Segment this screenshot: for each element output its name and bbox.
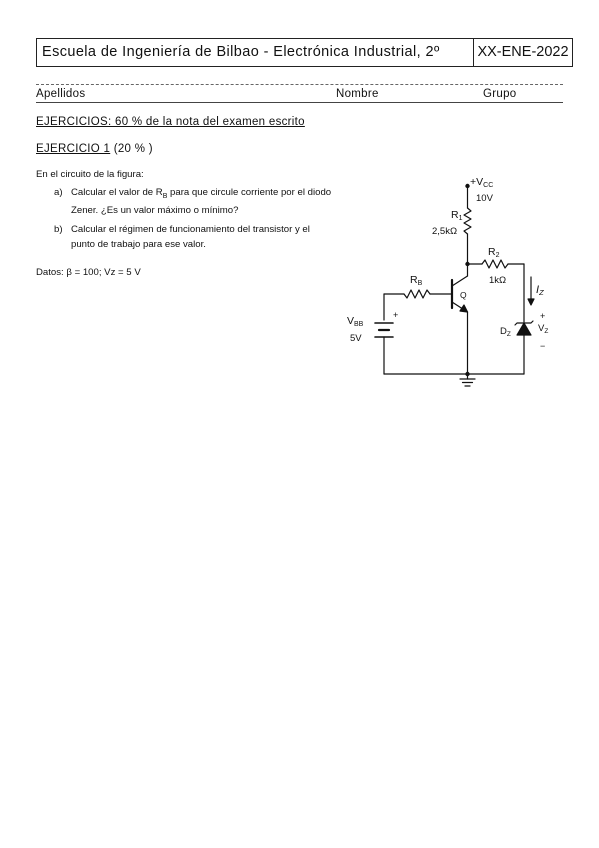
- dz-label: DZ: [500, 326, 511, 338]
- vbb-value: 5V: [350, 333, 362, 344]
- item-a-label: a): [54, 187, 63, 198]
- apellidos-label: Apellidos: [36, 88, 86, 100]
- item-a-sub: B: [162, 192, 168, 200]
- vcc-value: 10V: [476, 193, 494, 204]
- vcc-label: +VCC: [470, 176, 493, 189]
- r1-label: R1: [451, 209, 463, 222]
- rb-resistor: [403, 289, 431, 299]
- zener-diode: [516, 322, 532, 336]
- item-a-text-after: para que circule corriente por el diodo …: [71, 187, 332, 217]
- q-label: Q: [460, 290, 467, 300]
- r1-resistor: [463, 207, 472, 235]
- iz-label: IZ: [536, 284, 544, 297]
- zener-cathode-bar: [514, 320, 534, 326]
- r2-resistor: [481, 259, 509, 269]
- exercise-title-text: EJERCICIO 1: [36, 143, 111, 155]
- emitter-arrow: [459, 304, 469, 313]
- item-b-text: Calcular el régimen de funcionamiento de…: [71, 224, 310, 250]
- student-info-row: Apellidos Nombre Grupo: [36, 88, 563, 102]
- transistor-collector-leg: [451, 275, 469, 287]
- r1-value: 2,5kΩ: [432, 226, 457, 237]
- item-a-text-before: Calcular el valor de R: [71, 187, 163, 198]
- item-a-text: Calcular el valor de RB para que circule…: [71, 186, 333, 219]
- header-date: XX-ENE-2022: [477, 44, 569, 60]
- rb-label: RB: [410, 274, 423, 287]
- exercise-datos: Datos: β = 100; Vz = 5 V: [36, 267, 141, 278]
- exercise-title: EJERCICIO 1 (20 % ): [36, 143, 153, 155]
- vbb-plus: +: [393, 310, 398, 320]
- grupo-label: Grupo: [483, 88, 517, 100]
- r2-label: R2: [488, 246, 500, 259]
- ejercicios-heading: EJERCICIOS: 60 % de la nota del examen e…: [36, 116, 305, 128]
- vz-label: VZ: [538, 323, 548, 335]
- r2-value: 1kΩ: [489, 275, 506, 286]
- nombre-label: Nombre: [336, 88, 379, 100]
- header-box: Escuela de Ingeniería de Bilbao - Electr…: [36, 38, 573, 67]
- iz-arrowhead: [527, 298, 535, 306]
- info-bottom-rule: [36, 102, 563, 103]
- header-title: Escuela de Ingeniería de Bilbao - Electr…: [37, 39, 474, 66]
- exercise-weight: (20 % ): [110, 143, 153, 155]
- exercise-intro: En el circuito de la figura:: [36, 169, 144, 180]
- vbb-label: VBB: [347, 315, 364, 328]
- vz-plus: +: [540, 311, 545, 321]
- info-top-rule: [36, 84, 563, 85]
- vz-minus: −: [540, 341, 545, 351]
- item-b-label: b): [54, 224, 63, 235]
